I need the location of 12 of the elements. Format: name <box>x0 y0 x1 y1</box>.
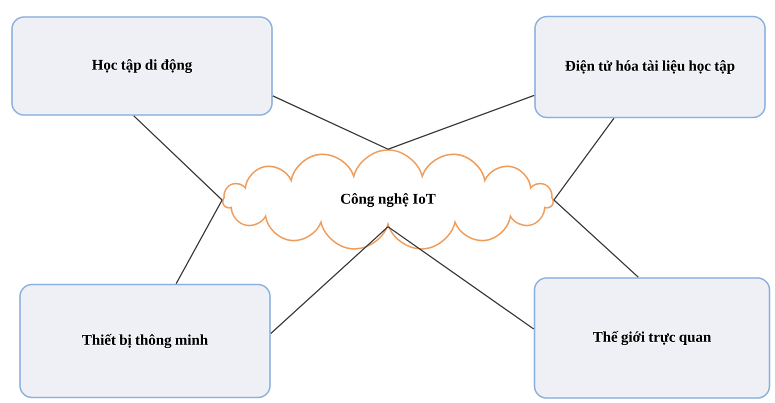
connector-line <box>388 226 534 330</box>
connector-line <box>553 118 614 200</box>
topic-box: Điện tử hóa tài liệu học tập <box>534 16 766 118</box>
connector-line <box>272 95 388 150</box>
connector-line <box>270 226 388 334</box>
topic-box: Thế giới trực quan <box>534 277 770 399</box>
topic-box: Học tập di động <box>11 16 273 116</box>
connector-line <box>553 200 639 278</box>
connector-line <box>176 200 223 284</box>
connector-line <box>388 94 534 150</box>
topic-box: Thiết bị thông minh <box>19 284 271 398</box>
connector-line <box>133 115 223 200</box>
